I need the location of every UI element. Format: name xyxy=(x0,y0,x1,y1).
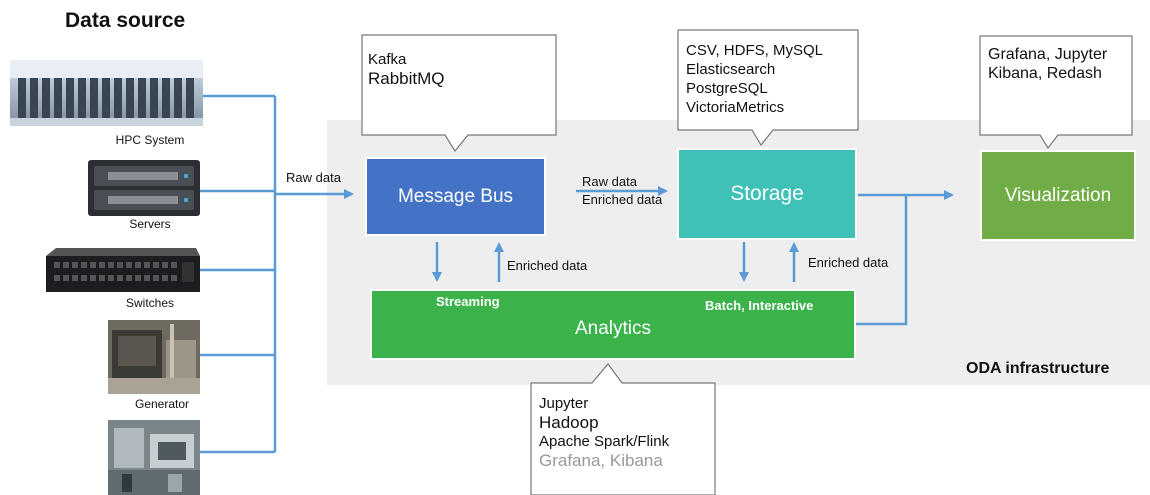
callout-analytics-shape xyxy=(530,363,716,495)
source-label-hpc: HPC System xyxy=(115,133,185,147)
callout-storage-line-1: CSV, HDFS, MySQL xyxy=(686,42,823,59)
oda-infrastructure-label: ODA infrastructure xyxy=(966,360,1110,377)
callout-viz-line-2: Kibana, Redash xyxy=(988,65,1102,82)
edge-label-bus-storage-raw: Raw data xyxy=(582,174,637,189)
visualization-label: Visualization xyxy=(1004,184,1112,206)
message-bus-box: Message Bus xyxy=(365,157,546,236)
callout-analytics-line-3: Apache Spark/Flink xyxy=(539,433,670,450)
callout-viz-shape xyxy=(979,35,1133,150)
callout-bus-shape xyxy=(361,34,557,153)
message-bus-label: Message Bus xyxy=(397,185,514,207)
callout-analytics-line-4: Grafana, Kibana xyxy=(539,451,663,470)
callout-bus-line-1: Kafka xyxy=(368,51,407,68)
analytics-label: Analytics xyxy=(574,317,652,339)
streaming-label: Streaming xyxy=(436,294,500,309)
edge-label-analytics-to-bus: Enriched data xyxy=(507,258,588,273)
callout-analytics-line-2: Hadoop xyxy=(539,413,599,432)
storage-box: Storage xyxy=(677,148,857,240)
callout-storage-text: CSV, HDFS, MySQL Elasticsearch PostgreSQ… xyxy=(686,41,823,117)
hpc-system-image xyxy=(10,60,203,126)
switches-image xyxy=(46,248,200,296)
edge-label-raw-data-in: Raw data xyxy=(286,170,341,185)
page-title: Data source xyxy=(65,9,186,32)
callout-storage-line-4: VictoriaMetrics xyxy=(686,99,785,116)
analytics-box: Analytics xyxy=(370,289,856,360)
storage-label: Storage xyxy=(730,182,804,205)
callout-viz-line-1: Grafana, Jupyter xyxy=(988,46,1108,63)
source-label-switches: Switches xyxy=(125,296,175,310)
facility-image xyxy=(108,420,200,495)
callout-viz-text: Grafana, Jupyter Kibana, Redash xyxy=(988,45,1107,83)
callout-analytics-line-1: Jupyter xyxy=(539,395,589,412)
servers-image xyxy=(88,160,200,216)
source-label-generator: Generator xyxy=(134,397,190,411)
callout-bus-text: Kafka RabbitMQ xyxy=(368,50,445,88)
callout-analytics-text: Jupyter Hadoop Apache Spark/Flink Grafan… xyxy=(539,394,669,470)
wire-analytics-to-viz xyxy=(855,196,908,326)
edge-label-analytics-to-storage: Enriched data xyxy=(808,255,889,270)
visualization-box: Visualization xyxy=(980,150,1136,241)
callout-bus-line-2: RabbitMQ xyxy=(368,69,445,88)
generator-image xyxy=(108,320,200,394)
source-label-servers: Servers xyxy=(129,217,171,231)
batch-interactive-label: Batch, Interactive xyxy=(705,298,814,313)
callout-storage-line-2: Elasticsearch xyxy=(686,61,776,78)
callout-storage-line-3: PostgreSQL xyxy=(686,80,768,97)
edge-label-bus-storage-enriched: Enriched data xyxy=(582,192,663,207)
callout-storage-shape xyxy=(677,29,859,147)
